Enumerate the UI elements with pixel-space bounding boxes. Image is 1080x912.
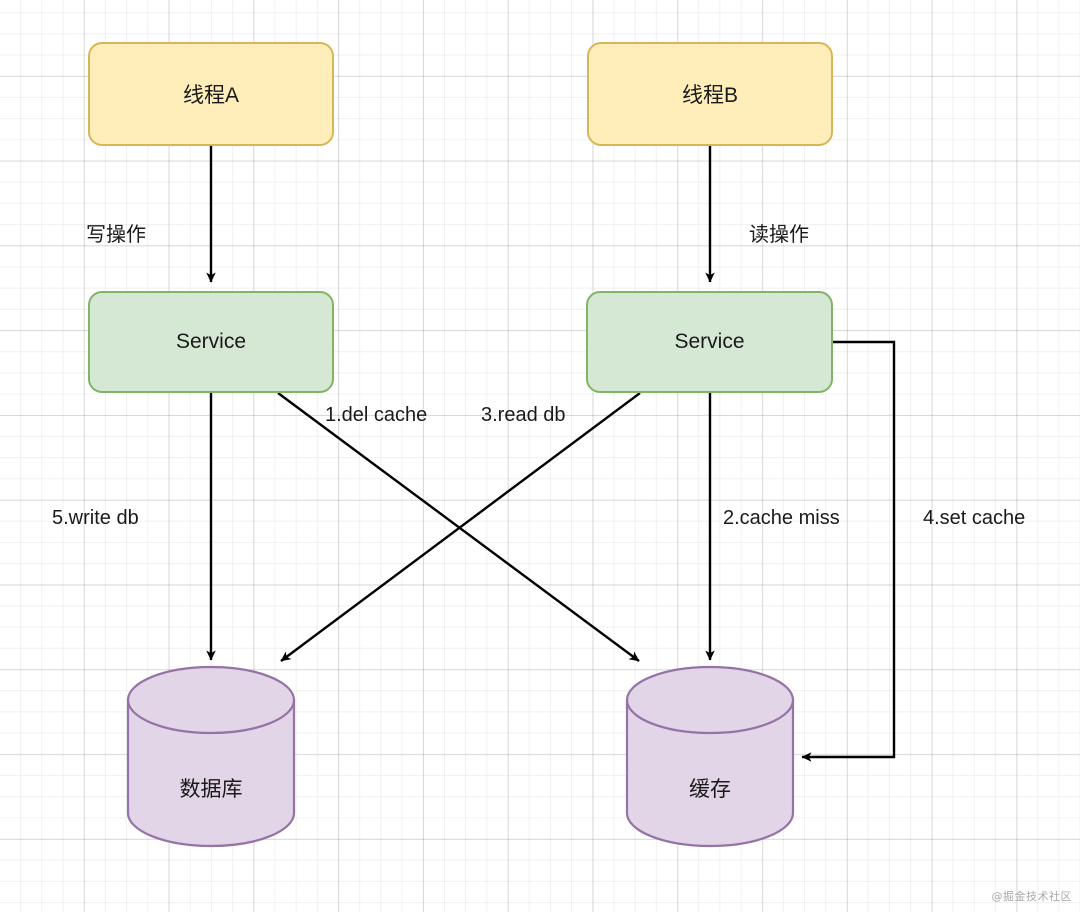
edge-label-write-op: 写操作: [86, 224, 146, 246]
node-thread-b-label: 线程B: [681, 84, 738, 107]
node-service-right[interactable]: Service: [586, 291, 833, 393]
watermark: @掘金技术社区: [991, 890, 1072, 903]
edge-label-read-op: 读操作: [749, 224, 809, 246]
node-service-right-label: Service: [674, 330, 745, 353]
edge-read-db-path: [280, 392, 641, 662]
edge-label-write-db: 5.write db: [52, 507, 139, 529]
database-shape[interactable]: [126, 665, 296, 848]
node-service-left-label: Service: [175, 330, 247, 353]
node-thread-a[interactable]: 线程A: [88, 42, 334, 146]
node-thread-b[interactable]: 线程B: [587, 42, 833, 146]
edge-label-set-cache: 4.set cache: [923, 507, 1026, 529]
node-thread-a-label: 线程A: [182, 84, 239, 107]
edge-label-del-cache: 1.del cache: [325, 404, 428, 426]
edge-set-cache-path: [801, 340, 896, 762]
node-service-left[interactable]: Service: [88, 291, 334, 393]
edge-label-read-db: 3.read db: [481, 404, 566, 426]
edge-label-cache-miss: 2.cache miss: [723, 507, 840, 529]
cache-shape[interactable]: [625, 665, 795, 848]
